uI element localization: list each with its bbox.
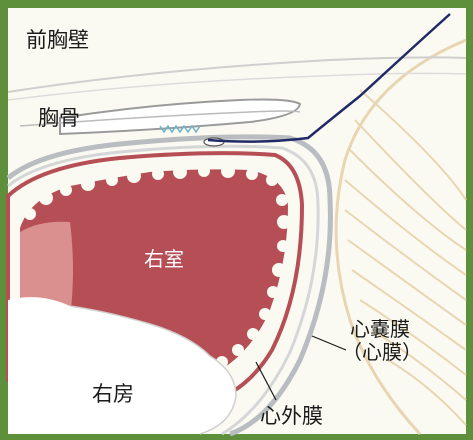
sternum-bone xyxy=(59,98,302,136)
right-ventricle-label: 右室 xyxy=(144,247,184,271)
interatrial-region xyxy=(20,221,73,320)
epicardium-label: 心外膜 xyxy=(260,404,323,428)
guidewire-coil xyxy=(159,124,201,134)
right-atrium xyxy=(8,297,236,434)
chest-wall-line-2 xyxy=(7,72,467,101)
pericardial-sac-label: 心嚢膜 （心膜） xyxy=(342,317,422,364)
pericardial-sac-label-line2: （心膜） xyxy=(342,340,422,364)
epicardium-leader-line xyxy=(255,361,277,401)
diaphragm-contour xyxy=(334,38,467,436)
pericardial-sac-label-line1: 心嚢膜 xyxy=(350,317,410,341)
pericardium-leader-line xyxy=(311,335,347,351)
diaphragm-fibers xyxy=(344,89,467,426)
chest-wall-line xyxy=(7,56,467,93)
puncture-needle xyxy=(207,13,451,143)
pericardial-sac-inner xyxy=(7,144,320,436)
sternum-inner-line xyxy=(19,110,301,127)
anterior-chest-wall-label: 前胸壁 xyxy=(26,28,89,52)
sternum-label: 胸骨 xyxy=(38,106,80,130)
right-atrium-label: 右房 xyxy=(92,382,134,406)
trabeculae xyxy=(24,164,291,368)
right-atrium-outline xyxy=(69,305,237,435)
pericardial-sac xyxy=(6,134,333,437)
